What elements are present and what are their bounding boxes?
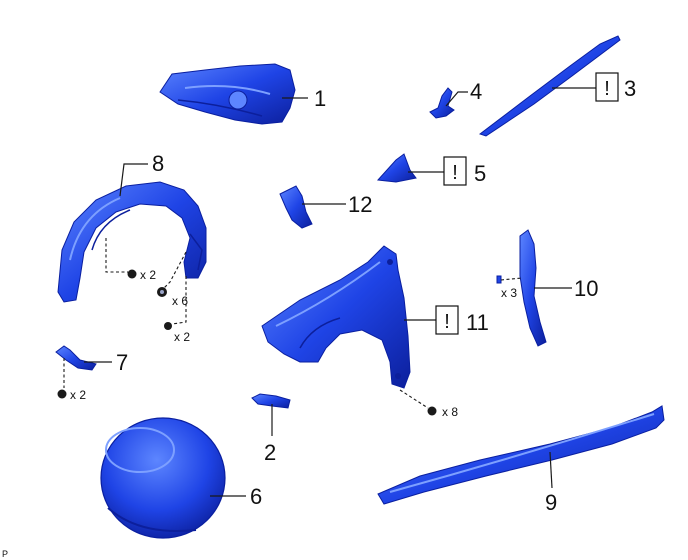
warning-box-11: [435, 305, 459, 335]
part-6-tire-cover: [100, 417, 226, 539]
clip-icon: [127, 269, 137, 279]
part-3-seal-strip: [478, 35, 621, 137]
part-10-bracket: [519, 229, 547, 347]
callout-5: 5: [474, 161, 486, 186]
warning-box-3: [595, 72, 619, 102]
callout-7: 7: [116, 350, 128, 375]
part-11-fender: [261, 245, 411, 389]
callout-8: 8: [152, 151, 164, 176]
callout-6: 6: [250, 484, 262, 509]
callout-3: 3: [624, 76, 636, 101]
part-12-bracket: [279, 185, 313, 229]
callout-1: 1: [314, 86, 326, 111]
part-9-rocker-panel: [377, 405, 665, 505]
bolt-icon: [57, 389, 67, 399]
qty-11: x 8: [442, 405, 458, 419]
callout-9: 9: [545, 490, 557, 515]
part-1-headlight: [159, 63, 296, 125]
callout-10: 10: [574, 276, 598, 301]
qty-7: x 2: [70, 388, 86, 402]
warning-box-5: [443, 156, 467, 186]
callout-11: 11: [466, 310, 489, 335]
warning-symbol-3: !: [604, 78, 610, 100]
qty-8b: x 6: [172, 294, 188, 308]
warning-symbol-5: !: [452, 162, 458, 184]
footer-mark: P: [2, 549, 8, 559]
qty-8c: x 2: [174, 330, 190, 344]
clip-icon: [164, 322, 172, 330]
warning-symbol-11: !: [444, 311, 450, 333]
qty-10: x 3: [501, 286, 517, 300]
part-4-bracket: [429, 87, 455, 119]
qty-8a: x 2: [140, 268, 156, 282]
part-5-cover: [376, 153, 417, 183]
part-7-bracket: [55, 345, 97, 371]
part-8-fender-liner: [57, 181, 207, 303]
bolt-icon: [427, 406, 437, 416]
callout-2: 2: [264, 440, 276, 465]
callout-12: 12: [348, 192, 372, 217]
callout-4: 4: [470, 79, 482, 104]
part-2-bracket: [251, 393, 291, 409]
